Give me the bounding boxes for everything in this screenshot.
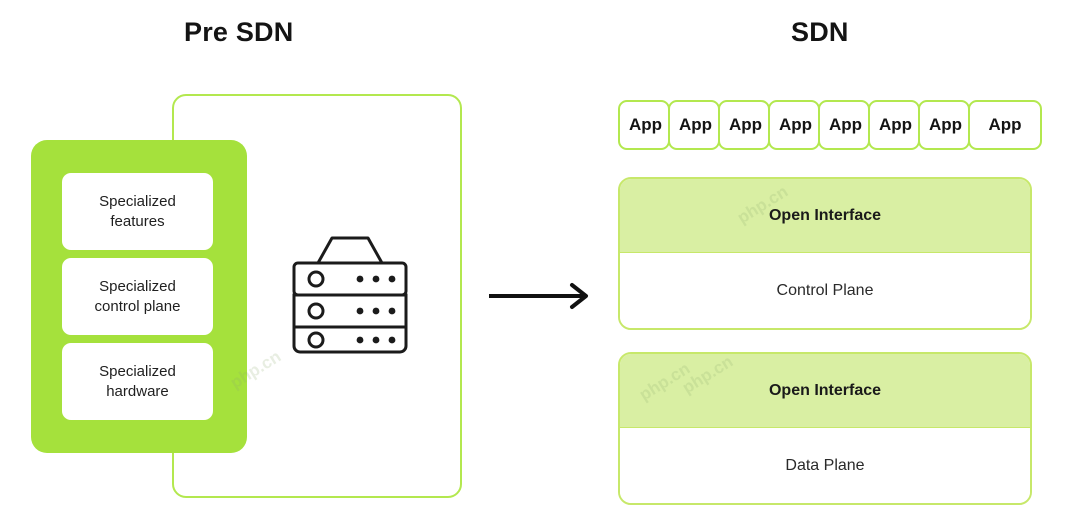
application-card[interactable]: App: [818, 100, 870, 150]
application-card[interactable]: App: [768, 100, 820, 150]
control-plane-open-interface-header: Open Interface: [620, 179, 1030, 253]
application-card-label: App: [679, 115, 713, 134]
application-card[interactable]: App: [668, 100, 720, 150]
arrow-right-icon: [486, 280, 594, 312]
server-rack-icon: [288, 228, 412, 362]
application-card[interactable]: App: [868, 100, 920, 150]
application-card[interactable]: App: [618, 100, 670, 150]
application-card-label: App: [729, 115, 763, 134]
application-card-label: App: [779, 115, 813, 134]
sdn-title: SDN: [791, 17, 849, 47]
data-plane-panel: Open Interface Data Plane: [618, 352, 1032, 505]
application-card-label: App: [929, 115, 963, 134]
control-plane-panel: Open Interface Control Plane: [618, 177, 1032, 330]
application-card[interactable]: App: [718, 100, 770, 150]
control-plane-label: Control Plane: [620, 253, 1030, 328]
application-card-row: App App App App App App App App: [618, 100, 1042, 150]
pre-sdn-title: Pre SDN: [184, 17, 294, 47]
application-card-label: App: [879, 115, 913, 134]
application-card[interactable]: App: [968, 100, 1042, 150]
application-card-label: App: [829, 115, 863, 134]
application-card[interactable]: App: [918, 100, 970, 150]
data-plane-open-interface-header: Open Interface: [620, 354, 1030, 428]
application-card-label: App: [629, 115, 663, 134]
application-card-label: App: [988, 115, 1022, 134]
data-plane-label: Data Plane: [620, 428, 1030, 503]
